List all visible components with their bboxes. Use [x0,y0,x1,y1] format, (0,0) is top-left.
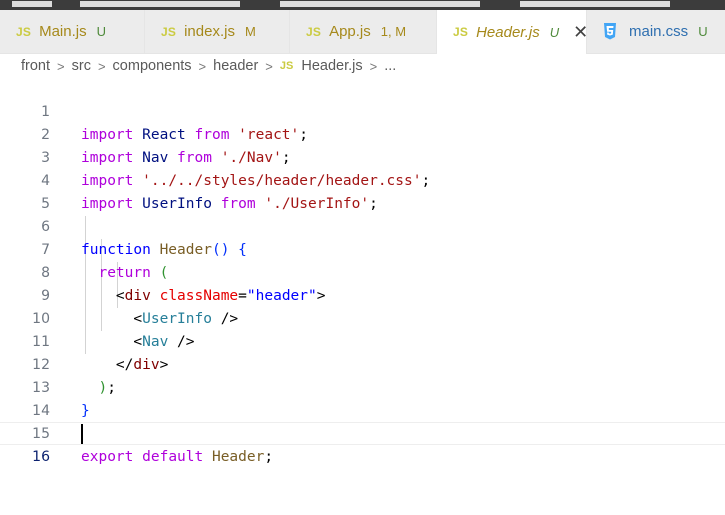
editor-tab-bar: JS Main.js U JS index.js M JS App.js 1, … [0,10,725,54]
line-number: 9 [41,288,50,304]
chevron-right-icon: > [198,58,207,74]
code-line-current: 16 [0,422,725,465]
chevron-right-icon: > [369,58,378,74]
code-line: 9 <UserInfo /> [0,262,725,327]
code-line: 11 </div> [0,308,725,373]
breadcrumb-item-header[interactable]: header [213,58,259,74]
line-number: 14 [32,403,50,419]
line-number: 10 [32,311,50,327]
code-line: 13 } [0,354,725,419]
indent-guide [117,262,118,308]
chevron-right-icon: > [57,58,65,74]
chevron-right-icon: > [265,58,273,74]
line-number: 4 [41,173,50,189]
javascript-file-icon: JS [16,24,32,39]
chevron-right-icon: > [97,58,106,74]
line-number: 8 [41,265,50,281]
javascript-file-icon: JS [279,60,294,72]
line-number: 2 [41,127,50,143]
code-editor[interactable]: 1 import React from 'react'; 2 import Na… [0,78,725,473]
tab-label: Header.js [476,23,540,41]
tab-label: main.css [629,23,689,40]
tab-header-js[interactable]: JS Header.js U ✕ [437,10,589,54]
code-line: 10 <Nav /> [0,285,725,350]
tab-git-status: M [244,24,256,39]
code-line: 6 function Header() { [0,193,725,258]
javascript-file-icon: JS [161,24,177,39]
breadcrumb: front > src > components > header > JS H… [0,54,725,78]
breadcrumb-item-src[interactable]: src [71,58,91,74]
line-number: 16 [32,449,50,465]
code-line: 7 return ( [0,216,725,281]
line-number: 6 [41,219,50,235]
indent-guide [85,216,86,354]
code-line: 3 import '../../styles/header/header.css… [0,124,725,189]
code-line: 14 [0,377,725,419]
tab-git-status: 1, M [380,24,407,39]
breadcrumb-item-symbols[interactable]: ... [384,58,397,74]
code-line: 12 ); [0,331,725,396]
tab-index-js[interactable]: JS index.js M [145,10,290,53]
line-number: 7 [41,242,50,258]
line-number: 11 [32,334,50,350]
breadcrumb-item-components[interactable]: components [112,58,192,74]
text-cursor [81,424,83,444]
tab-label: index.js [184,23,235,40]
line-number: 12 [32,357,50,373]
code-line: 5 [0,170,725,212]
tab-git-status: U [698,24,708,39]
tab-main-css[interactable]: main.css U [587,10,725,53]
breadcrumb-item-front[interactable]: front [21,58,51,74]
code-line: 2 import Nav from './Nav'; [0,101,725,166]
indent-guide [101,239,102,331]
breadcrumb-item-file[interactable]: Header.js [301,58,363,74]
tab-app-js[interactable]: JS App.js 1, M [290,10,437,53]
code-line: 8 <div className="header"> [0,239,725,304]
line-number: 3 [41,150,50,166]
tab-git-status: U [96,24,106,39]
line-number: 13 [32,380,50,396]
tab-main-js[interactable]: JS Main.js U [0,10,145,53]
css3-icon [604,23,616,40]
line-number: 5 [41,196,50,212]
javascript-file-icon: JS [453,25,469,39]
tab-label: App.js [329,23,371,40]
javascript-file-icon: JS [306,24,322,39]
line-number: 1 [41,104,50,120]
code-line: 1 import React from 'react'; [0,78,725,143]
code-line: 4 import UserInfo from './UserInfo'; [0,147,725,212]
code-line: 15 export default Header; [0,400,725,465]
tab-git-status: U [549,24,560,40]
line-number: 15 [32,426,50,442]
title-bar-strip [0,0,725,10]
tab-label: Main.js [39,23,87,40]
close-icon[interactable]: ✕ [573,22,589,42]
